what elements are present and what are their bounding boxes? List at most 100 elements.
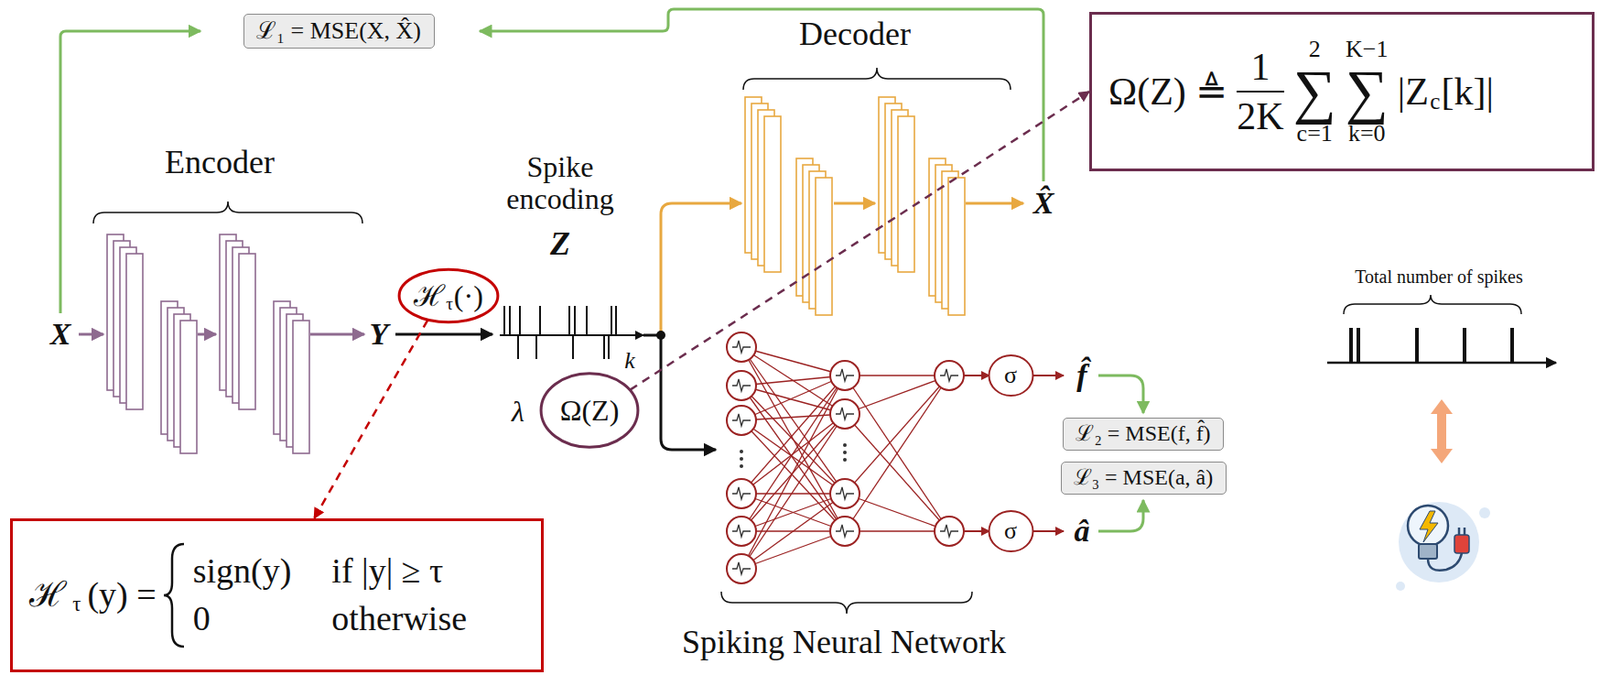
text-label: Spiking Neural Network [681,624,1006,661]
feature-map [815,177,833,315]
spike [585,305,588,336]
spiking-neuron [830,399,860,429]
energy-illustration [1327,294,1557,591]
node-text: ∑ [1345,61,1389,122]
text-label: Encoder [164,144,275,182]
node-text: 1 [1251,44,1271,89]
ellipsis-dot [843,443,847,447]
node-text: ∑ [1293,61,1337,122]
spike [610,305,613,336]
curly-bracket [721,591,973,614]
conv-layers [107,97,965,454]
loss-box: ℒ₃ = MSE(a, â) [1060,461,1227,495]
ellipsis-dot [739,449,744,454]
node-text: τ [445,293,454,314]
node-text: k=0 [1348,121,1386,146]
fraction-bar [1236,90,1284,93]
text-label: Y [369,316,390,351]
brace-stroke [163,543,184,647]
ellipsis-dot [739,464,744,468]
loss-box: ℒ₂ = MSE(f, f̂) [1062,417,1224,451]
spike [603,335,606,359]
loss-box: ℒ₁ = MSE(X, X̂) [243,13,435,49]
synapse [844,375,950,531]
text-label: Z [550,226,571,263]
feature-map [180,320,197,454]
spiking-neuron [726,478,757,509]
node-text: ℒ₂ = MSE(f, f̂) [1075,421,1211,447]
formula-term: |Zc[k]| [1397,69,1494,114]
formula-column: 12K [1236,44,1284,140]
spike [572,335,574,359]
synapse [844,375,950,414]
spiking-neuron [726,405,757,435]
ellipse-outline [988,510,1033,552]
node-text: otherwise [331,598,467,639]
synapse [741,385,845,494]
synapse [741,375,845,386]
spike [568,305,571,336]
cases-brace [162,540,188,650]
text-label: Decoder [799,16,911,54]
node-text: 2K [1236,94,1284,139]
synapse [741,375,845,531]
text-label: â [1074,513,1091,548]
node-text: ℒ₃ = MSE(a, â) [1073,464,1214,491]
spike [535,335,538,359]
ellipse-outline [399,269,498,323]
neuron-glyph [732,524,751,537]
operator-circle: σ [988,354,1034,397]
spiking-neuron [830,516,860,546]
output-arrows [963,375,1064,531]
node-text: 0 [193,598,292,639]
node-text: ℒ₁ = MSE(X, X̂) [256,17,422,45]
synapse [741,375,845,569]
spiking-neuron [830,478,860,509]
formula-box: Ω(Z) ≜12K2∑c=1K−1∑k=0|Zc[k]| [1089,11,1595,172]
spiking-neuron [726,332,757,362]
operator-circle: σ [988,509,1034,552]
neuron-glyph [732,486,751,499]
neuron-glyph [835,486,855,499]
node-text: K−1 [1345,37,1388,62]
feature-map [126,253,143,410]
node-text: c=1 [1297,121,1333,146]
node-text: if |y| ≥ τ [331,551,467,592]
curly-bracket [93,201,363,224]
feature-map [238,253,256,410]
synapse [741,530,845,569]
formula-row: ℋτ(y) =sign(y)if |y| ≥ τ0otherwise [29,540,467,650]
node-text: τ [72,592,81,617]
ellipsis-dot [739,456,744,461]
synapse [844,413,950,531]
node-text: σ [1004,517,1017,545]
neuron-glyph [732,413,751,426]
decoder-wires [660,203,1024,336]
ellipsis-dot [843,450,847,455]
node-text: c [1429,88,1440,116]
synapse [741,346,845,376]
spike [517,335,519,359]
feature-map [948,177,965,315]
node-text: (y) = [86,574,156,616]
cases-grid: sign(y)if |y| ≥ τ0otherwise [193,551,467,638]
neuron-glyph [835,407,855,420]
node-text: |Z [1397,69,1429,114]
node-text: 2 [1308,37,1321,62]
spiking-neuron [726,370,757,400]
spike-train [504,305,617,359]
text-label: Total number of spikes [1354,266,1524,287]
neuron-glyph [732,378,751,391]
spike-wires [395,334,716,450]
text-label: k [624,347,636,375]
spiking-neuron [726,516,757,546]
loss-wires [60,9,1144,531]
junction-dot [656,330,666,340]
input-gap [695,449,722,451]
synapse [844,529,950,531]
dashed-pointer [629,91,1090,390]
neuron-glyph [835,524,855,537]
ellipse-outline [540,373,638,448]
operator-circle: ℋτ(·) [398,268,499,324]
spike [607,335,610,359]
